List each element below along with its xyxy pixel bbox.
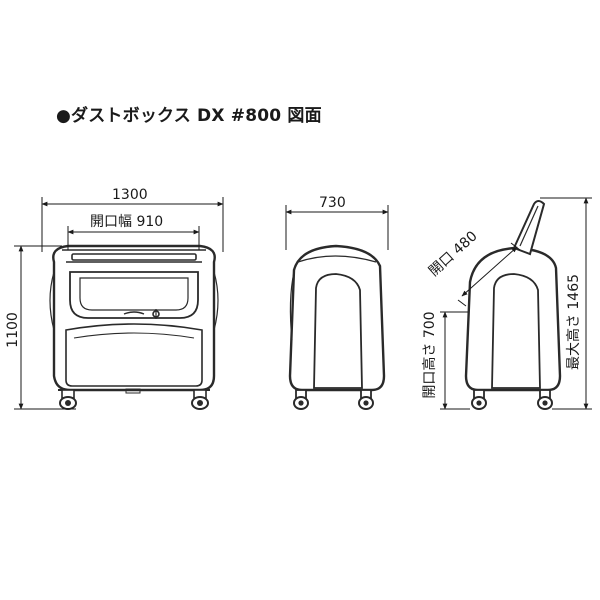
opening-height-label: 開口高さ 700	[421, 311, 438, 398]
side-caster-left	[293, 389, 309, 410]
width-label: 1300	[112, 187, 148, 203]
depth-label: 730	[319, 195, 346, 211]
front-dimensions	[14, 197, 224, 410]
height-label: 1100	[5, 312, 21, 348]
side-dimensions	[285, 205, 389, 250]
side-view	[288, 244, 386, 410]
front-caster-right	[191, 389, 209, 410]
open-caster-left	[471, 389, 487, 410]
drawing-title: ●ダストボックス DX #800 図面	[56, 106, 322, 126]
opening-width-label: 開口幅 910	[90, 214, 163, 230]
side-view-open	[464, 200, 562, 410]
open-caster-right	[537, 389, 553, 410]
open-dimensions	[440, 197, 592, 410]
front-view	[49, 244, 219, 410]
front-caster-left	[59, 389, 77, 410]
side-caster-right	[358, 389, 374, 410]
max-height-label: 最大高さ 1465	[565, 274, 582, 370]
